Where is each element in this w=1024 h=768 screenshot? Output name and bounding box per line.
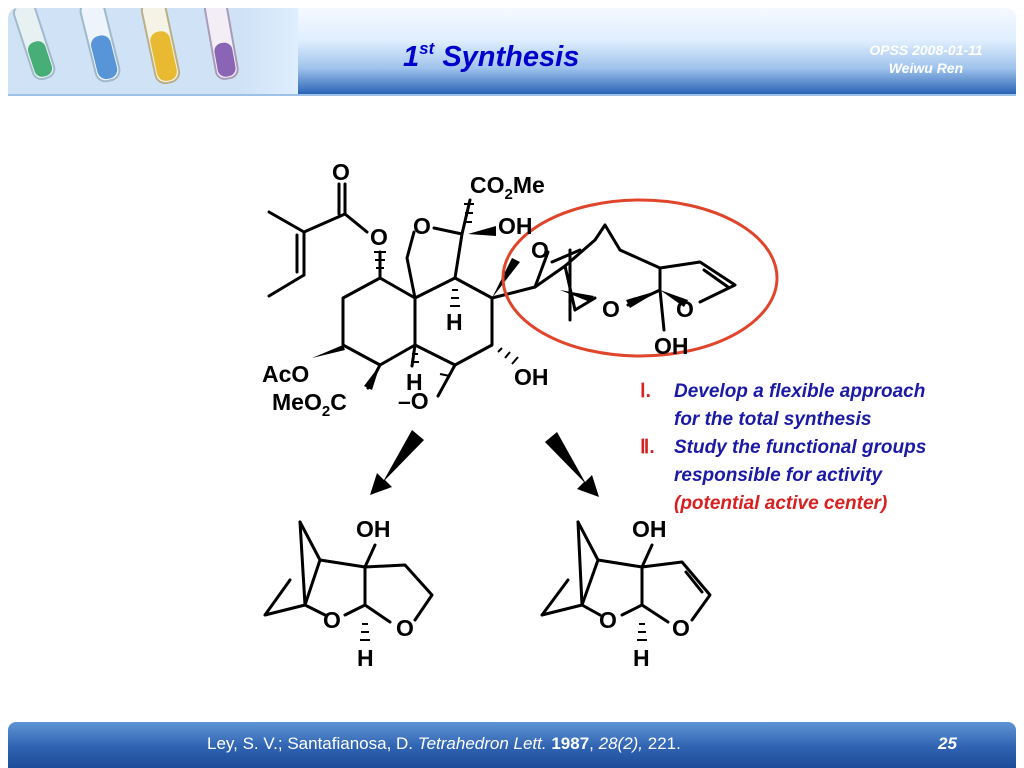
label-epoxide-o: O <box>531 237 549 263</box>
label-carbonyl-o: O <box>332 159 350 185</box>
presentation-meta: OPSS 2008-01-11 Weiwu Ren <box>856 41 996 77</box>
label-oh-acetal: OH <box>654 333 689 359</box>
label-ester-o: O <box>370 224 388 250</box>
page-number: 25 <box>938 734 957 753</box>
label-h-bridge: H <box>446 309 463 335</box>
meta-author: Weiwu Ren <box>888 60 964 76</box>
label-right-o1: O <box>599 607 617 633</box>
label-right-oh: OH <box>632 516 667 542</box>
meta-date: OPSS 2008-01-11 <box>869 42 983 58</box>
label-h-lower: H <box>406 369 423 395</box>
label-oh-top: OH <box>498 213 533 239</box>
header-divider <box>8 94 1016 96</box>
label-left-o2: O <box>396 615 414 641</box>
label-left-oh: OH <box>356 516 391 542</box>
slide-footer: Ley, S. V.; Santafianosa, D. Tetrahedron… <box>8 722 1016 768</box>
label-left-o1: O <box>323 607 341 633</box>
label-co2me: CO2Me <box>470 172 545 203</box>
slide-header: 1st Synthesis OPSS 2008-01-11 Weiwu Ren <box>8 8 1016 94</box>
label-ether-o: –O <box>398 388 429 414</box>
goal-2-line-3: (potential active center) <box>674 493 888 514</box>
citation: Ley, S. V.; Santafianosa, D. Tetrahedron… <box>207 734 681 753</box>
synthesis-goals: Ⅰ.Develop a flexible approach for the to… <box>640 378 1000 518</box>
label-acetal-o2: O <box>676 296 694 322</box>
goal-2-number: Ⅱ. <box>640 437 655 458</box>
label-aco: AcO <box>262 361 309 387</box>
label-right-h: H <box>633 645 650 671</box>
goal-1-number: Ⅰ. <box>640 381 651 402</box>
label-oh-right: OH <box>514 364 549 390</box>
slide-title: 1st Synthesis <box>403 39 580 73</box>
goal-1-line-2: for the total synthesis <box>674 409 872 430</box>
goal-2-line-2: responsible for activity <box>674 465 883 486</box>
label-ring-o: O <box>413 213 431 239</box>
label-meo2c: MeO2C <box>272 389 347 420</box>
test-tubes-image <box>8 8 298 94</box>
label-right-o2: O <box>672 615 690 641</box>
goal-2-line-1: Ⅱ.Study the functional groups <box>640 434 1000 462</box>
goal-1-line-1: Ⅰ.Develop a flexible approach <box>640 378 1000 406</box>
active-center-highlight <box>501 198 779 358</box>
label-left-h: H <box>357 645 374 671</box>
label-acetal-o1: O <box>602 296 620 322</box>
